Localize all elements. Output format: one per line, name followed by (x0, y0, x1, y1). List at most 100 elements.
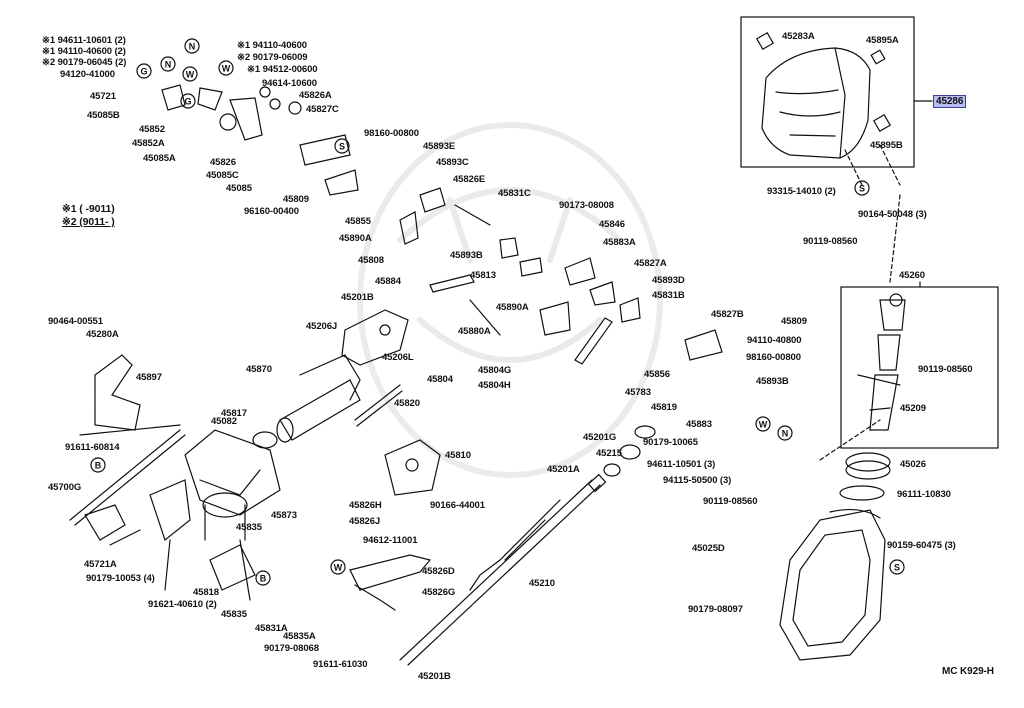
part-label-p96: 90164-50048 (3) (858, 209, 927, 220)
part-label-p07: ※1 94512-00600 (247, 64, 318, 75)
bracket-45818 (209, 544, 256, 591)
badge-n1: N (184, 38, 200, 54)
part-label-p34: 45827A (634, 258, 667, 269)
part-label-p66: 90119-08560 (703, 496, 758, 507)
part-label-p53: 45870 (246, 364, 272, 375)
part-label-p05: ※1 94110-40600 (237, 40, 307, 51)
svg-text:B: B (95, 461, 102, 471)
part-label-p22: 45826E (453, 174, 486, 185)
part-label-p84: 45280A (86, 329, 119, 340)
part-label-p11: 45721 (90, 91, 116, 102)
part-label-p97: 90119-08560 (803, 236, 858, 247)
badge-s1: S (334, 138, 350, 154)
part-label-p75: 45826G (422, 587, 456, 598)
part-label-p31: 45883A (603, 237, 636, 248)
part-label-p99: 90119-08560 (918, 364, 973, 375)
lower-bracket-45721a (84, 504, 141, 546)
part-label-p04: 94120-41000 (60, 69, 115, 80)
part-label-p13: 45852 (139, 124, 165, 135)
part-label-p39: 45890A (496, 302, 529, 313)
part-label-p30: 45846 (599, 219, 625, 230)
part-label-p78: 45831A (255, 623, 288, 634)
part-label-p85: 45897 (136, 372, 162, 383)
screw-leaders (844, 144, 901, 283)
part-label-p69: 45873 (271, 510, 297, 521)
part-label-p36: 45893D (652, 275, 685, 286)
part-label-p79: 45835A (283, 631, 316, 642)
part-label-p89: 90179-10053 (4) (86, 573, 155, 584)
part-label-p20: 45893E (423, 141, 456, 152)
part-label-p21: 45893C (436, 157, 469, 168)
legend-range-2: (9011- ) (79, 216, 115, 228)
part-label-p101: 45026 (900, 459, 926, 470)
part-label-p91: 45283A (782, 31, 815, 42)
part-label-p42: 45809 (781, 316, 807, 327)
diagram-code: MC K929-H (942, 666, 994, 677)
part-label-p40: 45880A (458, 326, 491, 337)
part-label-p93: 45286 (933, 95, 967, 108)
part-label-p100: 45209 (900, 403, 926, 414)
part-label-p10: 45827C (306, 104, 339, 115)
lever-45826d (349, 554, 432, 611)
spring-45820 (354, 384, 403, 427)
column-hole-cover-part (779, 508, 886, 661)
part-label-p51: 45783 (625, 387, 651, 398)
cover-group-frame (740, 16, 915, 168)
part-label-p02: ※1 94110-40600 (2) (42, 46, 126, 57)
upper-bracket-part (149, 429, 281, 601)
part-label-p25: 45831C (498, 188, 531, 199)
part-label-p52: 45893B (756, 376, 789, 387)
badge-s3: S (889, 559, 905, 575)
part-label-p72: 94612-11001 (363, 535, 418, 546)
part-label-p87: 45700G (48, 482, 82, 493)
part-label-p59: 45201G (583, 432, 617, 443)
part-label-p37: 45201B (341, 292, 374, 303)
part-label-p50: 45856 (644, 369, 670, 380)
part-label-p43: 45206J (306, 321, 338, 332)
part-label-p55: 45883 (686, 419, 712, 430)
part-label-p63: 45810 (445, 450, 471, 461)
hose-clamp (839, 485, 885, 501)
svg-text:S: S (894, 563, 900, 573)
part-label-p18: 45085 (226, 183, 252, 194)
lock-bracket-45206j (341, 309, 409, 366)
part-label-p74: 45818 (193, 587, 219, 598)
part-label-p77: 45210 (529, 578, 555, 589)
part-label-p105: 90179-08097 (688, 604, 743, 615)
part-label-p09: 45826A (299, 90, 332, 101)
svg-text:W: W (759, 420, 768, 430)
part-label-p38: 45831B (652, 290, 685, 301)
part-label-p23: 45809 (283, 194, 309, 205)
part-label-p01: ※1 94611-10601 (2) (42, 35, 126, 46)
part-label-p35: 45884 (375, 276, 401, 287)
part-label-p49: 45804H (478, 380, 511, 391)
svg-text:B: B (260, 574, 267, 584)
part-label-p81: 91611-61030 (313, 659, 368, 670)
part-label-p68: 45826H (349, 500, 382, 511)
ring-45215 (619, 444, 641, 460)
part-label-p62: 94611-10501 (3) (647, 459, 716, 470)
badge-g2: G (180, 93, 196, 109)
svg-text:W: W (186, 70, 195, 80)
part-label-p33: 45813 (470, 270, 496, 281)
part-label-p103: 45025D (692, 543, 725, 554)
part-label-p64: 94115-50500 (3) (663, 475, 732, 486)
svg-text:G: G (184, 97, 191, 107)
part-label-p19: 98160-00800 (364, 128, 419, 139)
legend-mark-2: ※2 (62, 216, 77, 228)
badge-w4: W (755, 416, 771, 432)
svg-text:N: N (189, 42, 196, 52)
part-label-p47: 45804G (478, 365, 512, 376)
part-label-p86: 91611-60814 (65, 442, 120, 453)
part-label-p76: 45835 (221, 609, 247, 620)
part-label-p95: 93315-14010 (2) (767, 186, 836, 197)
part-label-p94: 45895B (870, 140, 903, 151)
part-label-p67: 90166-44001 (430, 500, 485, 511)
part-label-p73: 45826D (422, 566, 455, 577)
part-label-p58: 90179-10065 (643, 437, 698, 448)
part-label-p16: 45826 (210, 157, 236, 168)
part-label-p104: 90159-60475 (3) (887, 540, 956, 551)
badge-w3: W (330, 559, 346, 575)
part-label-p27: 45890A (339, 233, 372, 244)
